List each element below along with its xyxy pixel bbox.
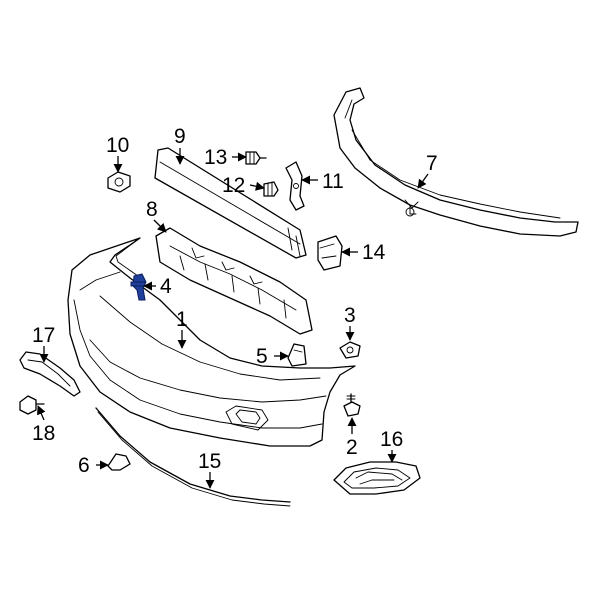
part-3-nut[interactable] xyxy=(339,341,361,359)
part-18-bolt[interactable] xyxy=(19,395,45,415)
part-6-clip[interactable] xyxy=(107,453,131,471)
callout-13: 13 xyxy=(204,146,227,169)
callout-5: 5 xyxy=(256,345,268,368)
part-14-clip[interactable] xyxy=(317,235,343,271)
leader-lines xyxy=(37,148,429,489)
part-16-fog-lamp-bezel[interactable] xyxy=(333,461,421,495)
part-15-molding-strip[interactable] xyxy=(95,407,291,507)
part-17-side-retainer[interactable] xyxy=(19,351,81,397)
part-5-bracket[interactable] xyxy=(287,343,307,367)
callout-4: 4 xyxy=(160,275,172,298)
callout-6: 6 xyxy=(78,454,90,477)
callout-18: 18 xyxy=(32,422,55,445)
callout-7: 7 xyxy=(426,152,438,175)
part-2-bolt[interactable] xyxy=(343,393,361,417)
callout-1: 1 xyxy=(176,308,188,331)
part-13-bolt[interactable] xyxy=(245,151,267,165)
part-10-bolt[interactable] xyxy=(107,171,131,193)
callout-15: 15 xyxy=(198,450,221,473)
callout-12: 12 xyxy=(222,174,245,197)
part-12-bolt[interactable] xyxy=(263,181,279,197)
callout-11: 11 xyxy=(322,170,344,193)
part-11-bracket[interactable] xyxy=(285,161,305,211)
callout-17: 17 xyxy=(32,324,55,347)
callout-8: 8 xyxy=(146,198,158,221)
callout-16: 16 xyxy=(380,428,403,451)
callout-9: 9 xyxy=(174,125,186,148)
part-8-energy-absorber[interactable] xyxy=(155,227,313,335)
callout-10: 10 xyxy=(106,134,129,157)
callout-labels: 10 9 13 12 11 7 14 8 4 1 3 5 2 16 17 18 … xyxy=(32,125,438,477)
part-7-bumper-retainer[interactable] xyxy=(333,87,579,237)
callout-2: 2 xyxy=(346,436,358,459)
part-9-reinforcement-bar[interactable] xyxy=(154,147,307,259)
callout-3: 3 xyxy=(344,304,356,327)
callout-14: 14 xyxy=(362,241,386,264)
